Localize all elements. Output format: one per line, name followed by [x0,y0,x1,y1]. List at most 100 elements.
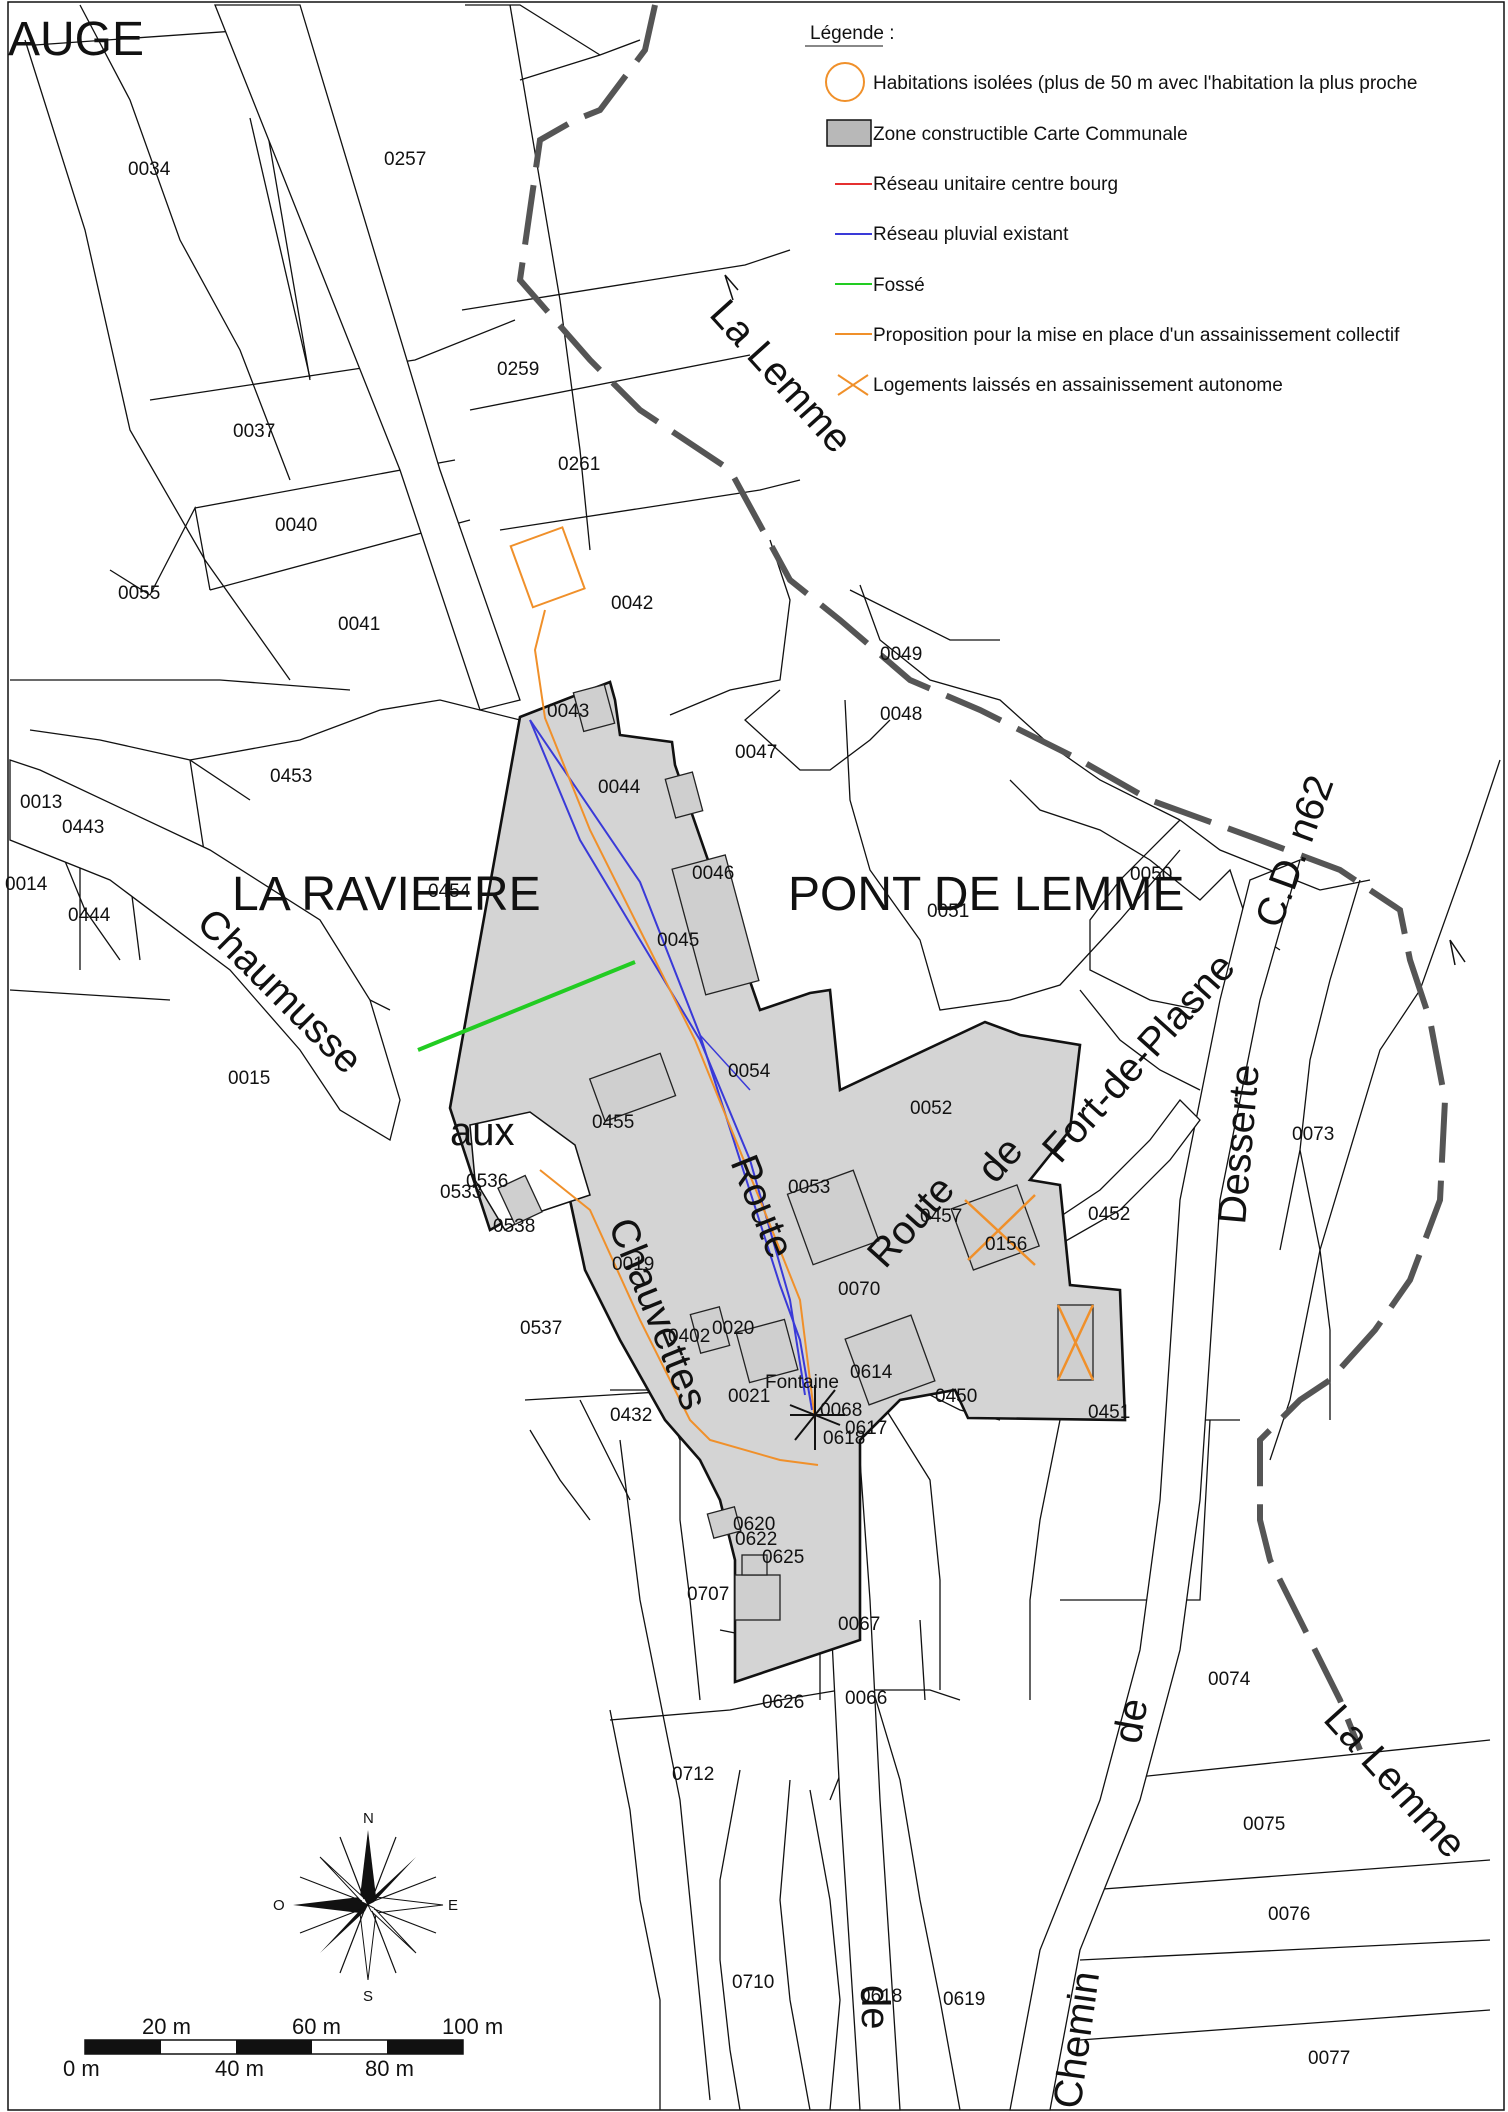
scale-top-20: 20 m [142,2014,191,2039]
parcel-label: 0040 [275,515,317,536]
compass-e: E [448,1897,458,1914]
parcel-label: 0054 [728,1061,771,1082]
parcel-label: 0259 [497,359,539,380]
place-la-raviere: LA RAVIEERE [232,868,541,921]
parcel-label: 0533 [440,1182,482,1203]
parcel-label: 0041 [338,614,380,635]
parcel-label: 0074 [1208,1669,1251,1690]
parcel-label: 0050 [1130,864,1172,885]
parcel-label: 0444 [68,905,111,926]
legend-item-proposition: Proposition pour la mise en place d'un a… [873,325,1400,346]
compass-o: O [273,1897,285,1914]
parcel-label: 0037 [233,421,275,442]
place-corner: AUGE [8,13,144,66]
river-lemme [516,4,1449,1752]
parcel-label: 0452 [1088,1204,1130,1225]
legend-item-fosse: Fossé [873,275,925,296]
circle-orange-icon [825,62,865,102]
parcel-label: 0052 [910,1098,952,1119]
parcel-label: 0049 [880,644,922,665]
parcel-label: 0536 [466,1171,508,1192]
parcel-label: 0626 [762,1692,804,1713]
parcel-label: 0617 [845,1418,887,1439]
road-label-de: de [1106,1695,1157,1746]
parcel-label: 0070 [838,1279,880,1300]
parcel-label: 0075 [1243,1814,1285,1835]
road-label-de-bottom: de [853,1985,897,2030]
grey-box-icon [826,119,872,147]
parcel-label: 0454 [428,881,471,902]
place-pont-de-lemme: PONT DE LEMME [788,868,1185,921]
parcel-label: 0614 [850,1362,893,1383]
parcel-label: 0707 [687,1584,729,1605]
networks [417,526,819,1466]
legend-item-autonome: Logements laissés en assainissement auto… [873,375,1283,396]
road-label-aux: aux [450,1110,515,1154]
compass-rose: N S E O [273,1810,458,2005]
parcel-label: 0014 [5,874,48,895]
parcel-label: 0073 [1292,1124,1334,1145]
compass-s: S [363,1988,373,2005]
parcel-label: 0402 [668,1326,710,1347]
scale-top-60: 60 m [292,2014,341,2039]
map-frame [7,1,1505,2111]
scale-top-100: 100 m [442,2014,503,2039]
parcel-label: 0261 [558,454,600,475]
parcel-label: 0620 [733,1514,775,1535]
buildable-zone [448,680,1127,1684]
parcel-label: 0045 [657,930,699,951]
parcel-label: 0047 [735,742,777,763]
parcel-label: 0712 [672,1764,714,1785]
scale-bar: 20 m 60 m 100 m 0 m 40 m 80 m [63,2014,503,2081]
parcel-label: 0013 [20,792,62,813]
cross-orange-icon [837,374,869,396]
parcel-label: 0710 [732,1972,774,1993]
parcel-label: 0538 [493,1216,535,1237]
legend: Légende : Habitations isolées (plus de 5… [805,23,1417,396]
flow-arrows [724,274,1466,966]
fontaine-marker [789,1385,845,1450]
place-names: AUGE LA RAVIEERE PONT DE LEMME [8,13,1185,921]
legend-item-zone: Zone constructible Carte Communale [873,124,1188,145]
parcel-label: 0257 [384,149,426,170]
river-label-la-lemme-2: La Lemme [1315,1697,1474,1867]
parcel-label: 0019 [612,1254,654,1275]
parcel-label: 0451 [1088,1402,1130,1423]
parcel-label: 0043 [547,701,589,722]
scale-bottom-40: 40 m [215,2056,264,2081]
legend-item-isolated: Habitations isolées (plus de 50 m avec l… [873,73,1417,94]
parcel-label: 0156 [985,1234,1027,1255]
parcel-label: 0625 [762,1547,804,1568]
scale-bottom-0: 0 m [63,2056,100,2081]
road-label-cd: C.D. n62 [1247,770,1342,933]
parcel-label: 0537 [520,1318,562,1339]
scale-bottom-80: 80 m [365,2056,414,2081]
parcel-label: 0051 [927,901,969,922]
parcel-label: 0055 [118,583,160,604]
parcel-label: 0453 [270,766,312,787]
parcel-label: 0076 [1268,1904,1310,1925]
parcel-label: 0042 [611,593,653,614]
parcel-label: 0619 [943,1989,985,2010]
parcel-label: 0046 [692,863,734,884]
autonomous-crosses [964,1194,1095,1381]
parcel-label: 0457 [920,1206,962,1227]
parcel-label: 0432 [610,1405,652,1426]
parcel-label: 0044 [598,777,641,798]
parcel-label: 0053 [788,1177,830,1198]
parcel-label: 0077 [1308,2048,1350,2069]
parcel-label: 0622 [735,1529,777,1550]
parcel-label: 0068 [820,1400,862,1421]
parcel-label: 0443 [62,817,104,838]
label-fontaine: Fontaine [765,1372,839,1393]
parcel-label: 0020 [712,1318,754,1339]
river-label-la-lemme: La Lemme [701,292,860,462]
legend-item-unitaire: Réseau unitaire centre bourg [873,174,1118,195]
parcel-label: 0015 [228,1068,270,1089]
parcel-label: 0618 [860,1986,902,2007]
parcel-label: 0067 [838,1614,880,1635]
parcel-label: 0066 [845,1688,887,1709]
parcel-label: 0021 [728,1386,770,1407]
